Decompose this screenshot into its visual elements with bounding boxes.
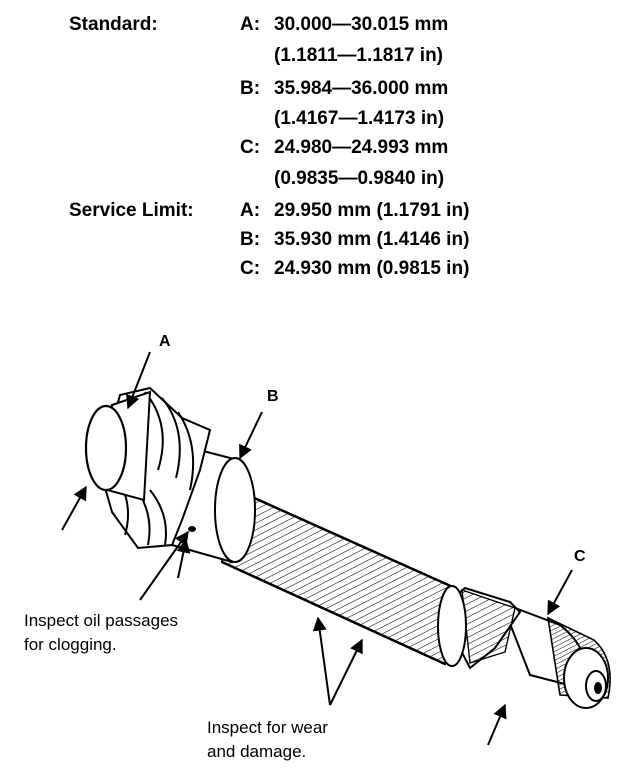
spec-limit-c-key: C:: [240, 258, 261, 279]
shaft-end-c: [500, 601, 611, 709]
callout-a-label: A: [159, 333, 171, 350]
standard-label: Standard:: [69, 14, 158, 35]
note-oil-passages-line1: Inspect oil passages: [24, 611, 179, 630]
spec-std-c-key: C:: [240, 137, 261, 158]
spec-std-b-in: (1.4167—1.4173 in): [274, 108, 445, 129]
note-wear-line1: Inspect for wear: [207, 718, 328, 737]
spec-std-c-mm: 24.980—24.993 mm: [274, 137, 449, 158]
spec-limit-a-key: A:: [240, 200, 261, 221]
spec-limit-a-value: 29.950 mm (1.1791 in): [274, 200, 470, 221]
spec-limit-b-key: B:: [240, 229, 261, 250]
spec-std-b-mm: 35.984—36.000 mm: [274, 78, 449, 99]
service-limit-label: Service Limit:: [69, 200, 194, 221]
spec-std-b-key: B:: [240, 78, 261, 99]
spec-limit-b-value: 35.930 mm (1.4146 in): [274, 229, 470, 250]
spec-std-a-key: A:: [240, 14, 261, 35]
spec-std-a-mm: 30.000—30.015 mm: [274, 14, 449, 35]
shaft-spline-body: [220, 486, 467, 667]
journal-a: [84, 390, 152, 502]
spec-std-c-in: (0.9835—0.9840 in): [274, 168, 445, 189]
callout-b-label: B: [267, 388, 279, 405]
callout-c-label: C: [574, 548, 586, 565]
spec-std-a-in: (1.1811—1.1817 in): [274, 45, 443, 66]
note-oil-passages-line2: for clogging.: [24, 635, 117, 654]
spec-limit-c-value: 24.930 mm (0.9815 in): [274, 258, 470, 279]
callout-arrows: [61, 351, 573, 746]
note-wear-line2: and damage.: [207, 742, 307, 761]
